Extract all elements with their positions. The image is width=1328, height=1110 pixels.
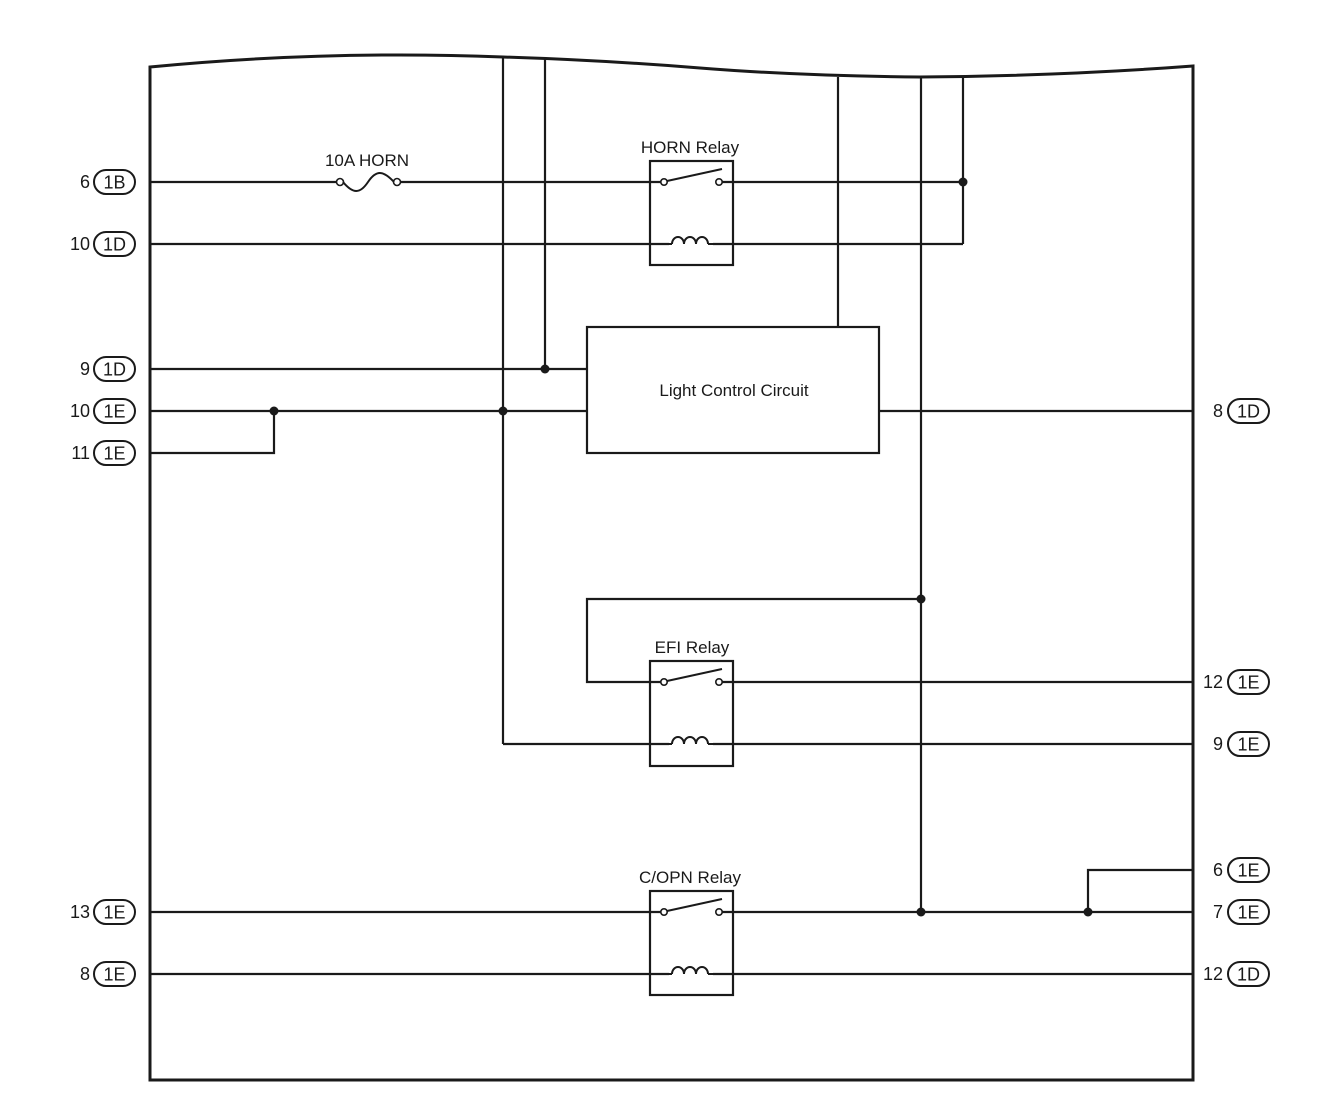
connector-code: 1E [103,402,125,422]
pin-number: 13 [70,902,90,922]
terminal-left-10-1e: 10 1E [70,398,136,424]
connector-code: 1D [103,360,126,380]
pin-number: 10 [70,234,90,254]
pin-number: 12 [1203,964,1223,984]
connector-code: 1E [1237,673,1259,693]
terminal-right-9-1e: 9 1E [1213,731,1270,757]
terminal-left-9-1d: 9 1D [80,356,136,382]
connector-code: 1E [1237,735,1259,755]
connector-code: 1D [1237,965,1260,985]
junction-block-frame [148,53,1195,1082]
connector-code: 1E [103,444,125,464]
connector-code: 1D [1237,402,1260,422]
connector-code: 1E [103,965,125,985]
wires [150,57,1193,976]
terminal-right-8-1d: 8 1D [1213,398,1270,424]
fuse-10a-horn: 10A HORN [325,151,409,192]
pin-number: 9 [80,359,90,379]
fuse-label: 10A HORN [325,151,409,170]
connector-code: 1E [1237,903,1259,923]
right-terminals: 8 1D 12 1E 9 1E 6 1E 7 1E 12 1D [1203,398,1270,987]
light-control-label: Light Control Circuit [659,381,809,400]
terminal-left-6-1b: 6 1B [80,169,136,195]
connector-code: 1E [103,903,125,923]
light-control-circuit: Light Control Circuit [585,325,881,455]
efi-relay-label: EFI Relay [655,638,730,657]
pin-number: 7 [1213,902,1223,922]
terminal-left-8-1e: 8 1E [80,961,136,987]
junction-dots [269,177,1093,917]
terminal-right-7-1e: 7 1E [1213,899,1270,925]
horn-relay-label: HORN Relay [641,138,740,157]
efi-relay: EFI Relay [648,638,735,768]
terminal-right-12-1d: 12 1D [1203,961,1270,987]
connector-code: 1B [103,173,125,193]
pin-number: 6 [80,172,90,192]
terminal-right-12-1e: 12 1E [1203,669,1270,695]
terminal-left-11-1e: 11 1E [71,440,136,466]
left-terminals: 6 1B 10 1D 9 1D 10 1E 11 1E 13 1E [70,169,136,987]
pin-number: 9 [1213,734,1223,754]
pin-number: 6 [1213,860,1223,880]
pin-number: 8 [80,964,90,984]
terminal-left-10-1d: 10 1D [70,231,136,257]
pin-number: 8 [1213,401,1223,421]
pin-number: 12 [1203,672,1223,692]
terminal-right-6-1e: 6 1E [1213,857,1270,883]
terminal-left-13-1e: 13 1E [70,899,136,925]
connector-code: 1D [103,235,126,255]
copn-relay: C/OPN Relay [639,868,742,997]
horn-relay: HORN Relay [641,138,740,267]
copn-relay-label: C/OPN Relay [639,868,742,887]
pin-number: 10 [70,401,90,421]
connector-code: 1E [1237,861,1259,881]
pin-number: 11 [71,443,90,463]
